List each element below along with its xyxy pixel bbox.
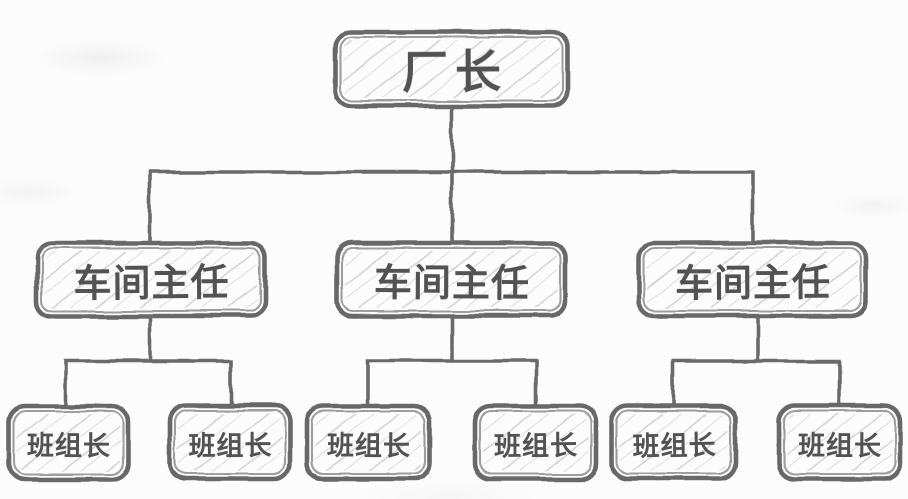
node-box-team-leader-5 [609, 403, 739, 482]
connector-workshop2-fork [366, 359, 538, 406]
connector-workshop1-fork [64, 359, 233, 406]
node-box-factory-director [332, 29, 571, 109]
connector-lines [64, 106, 841, 406]
node-box-team-leader-6 [776, 403, 903, 482]
connector-workshop3-fork [671, 359, 841, 406]
node-box-team-leader-2 [167, 403, 293, 482]
node-box-workshop-director-2 [334, 240, 569, 319]
node-box-workshop-director-1 [34, 240, 268, 319]
node-box-team-leader-4 [472, 403, 599, 482]
node-box-workshop-director-3 [636, 240, 869, 319]
node-box-team-leader-1 [6, 403, 131, 482]
node-box-team-leader-3 [304, 403, 433, 482]
node-boxes [6, 29, 903, 482]
